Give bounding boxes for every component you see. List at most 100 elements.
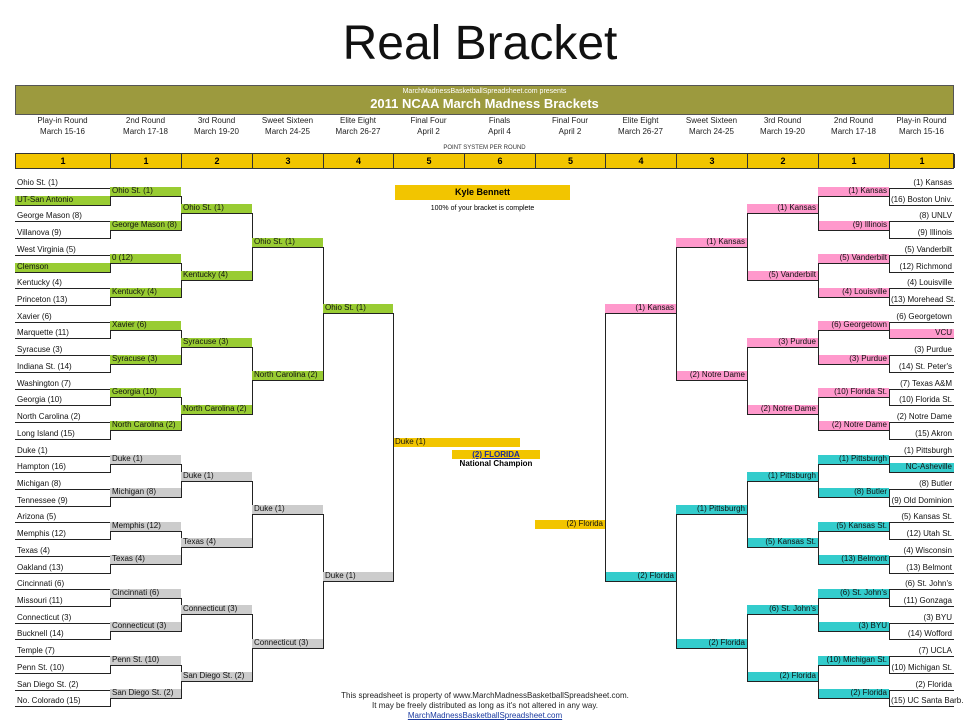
bracket-line <box>818 564 889 566</box>
advancing-team: Connecticut (3) <box>112 621 167 631</box>
advancing-team: Ohio St. (1) <box>254 236 295 246</box>
highlight-bar <box>252 237 323 247</box>
bracket-line <box>15 338 110 340</box>
points-cell: 5 <box>536 154 606 168</box>
bracket-line <box>15 539 110 541</box>
highlight-bar <box>818 421 889 431</box>
round-name: 3rd Round <box>763 116 802 125</box>
bracket-line <box>747 213 818 215</box>
bracket-line <box>15 254 110 256</box>
bracket-line <box>747 346 748 415</box>
highlight-bar <box>605 304 676 314</box>
team-seed: Hampton (16) <box>17 462 66 472</box>
bracket-line <box>181 480 252 482</box>
bracket-line <box>818 196 819 231</box>
highlight-bar <box>110 688 181 698</box>
highlight-bar <box>181 204 252 214</box>
bracket-line <box>889 254 954 256</box>
advancing-team: Ohio St. (1) <box>112 186 153 196</box>
advancing-team: (1) Pittsburgh <box>767 470 816 480</box>
team-seed: (13) Morehead St. <box>891 295 956 305</box>
bracket-line <box>15 505 110 507</box>
footer-link[interactable]: MarchMadnessBasketballSpreadsheet.com <box>407 711 563 720</box>
highlight-bar <box>747 471 818 481</box>
highlight-bar <box>676 638 747 648</box>
bracket-line <box>15 656 110 658</box>
bracket-line <box>818 597 889 599</box>
team-seed: (8) Butler <box>919 478 952 488</box>
highlight-bar <box>747 538 818 548</box>
bracket-line <box>15 689 110 691</box>
team-seed: (12) Utah St. <box>906 529 952 539</box>
points-cell: 3 <box>677 154 748 168</box>
bracket-line <box>818 330 889 332</box>
highlight-bar <box>323 304 393 314</box>
bracket-line <box>889 572 954 574</box>
highlight-bar <box>181 672 252 682</box>
team-seed: Connecticut (3) <box>17 612 72 622</box>
advancing-team: (9) Illinois <box>852 219 887 229</box>
highlight-bar <box>818 354 889 364</box>
team-seed: Georgia (10) <box>17 395 62 405</box>
finalist-team: (2) Florida <box>566 519 603 529</box>
bracket-line <box>110 196 181 198</box>
bracket-line <box>889 522 890 541</box>
team-seed: (4) Wisconsin <box>903 545 952 555</box>
team-seed: (9) Illinois <box>917 228 952 238</box>
points-cell: 2 <box>748 154 819 168</box>
bracket-line <box>818 397 889 398</box>
advancing-team: (4) Louisville <box>842 286 887 296</box>
bracket-line <box>889 321 890 340</box>
advancing-team: (2) Florida <box>708 637 745 647</box>
highlight-bar <box>181 471 252 481</box>
highlight-bar <box>535 520 605 530</box>
highlight-bar <box>818 220 889 230</box>
bracket-line <box>889 371 954 373</box>
team-seed: (12) Richmond <box>899 261 952 271</box>
highlight-bar <box>181 605 252 615</box>
bracket-line <box>818 397 819 432</box>
highlight-bar <box>818 622 889 632</box>
bracket-line <box>889 589 954 591</box>
highlight-bar <box>110 555 181 565</box>
round-name: Sweet Sixteen <box>685 116 738 125</box>
bracket-line <box>747 213 748 281</box>
advancing-team: Kentucky (4) <box>183 269 228 279</box>
player-name: Kyle Bennett <box>395 185 570 200</box>
team-seed: (6) St. John's <box>905 579 952 589</box>
advancing-team: Xavier (6) <box>112 320 147 330</box>
bracket-line <box>15 706 110 708</box>
advancing-team: Ohio St. (1) <box>325 303 366 313</box>
bracket-line <box>889 188 890 206</box>
bracket-line <box>676 514 677 649</box>
highlight-bar <box>747 672 818 682</box>
highlight-bar <box>110 388 181 397</box>
advancing-team: (13) Belmont <box>841 554 887 564</box>
champion-box: (2) FLORIDA National Champion <box>452 450 540 468</box>
bracket-line <box>15 488 110 490</box>
bracket-line <box>818 463 819 499</box>
bracket-line <box>889 555 954 557</box>
team-seed: (8) UNLV <box>919 211 952 221</box>
highlight-bar <box>15 262 110 272</box>
bracket-line <box>818 430 889 432</box>
round-date: March 24-25 <box>689 127 734 136</box>
advancing-team: San Diego St. (2) <box>112 687 174 697</box>
bracket-line <box>15 388 110 390</box>
advancing-team: Texas (4) <box>112 554 145 564</box>
bracket-line <box>889 689 890 708</box>
team-seed: North Carolina (2) <box>17 412 81 422</box>
advancing-team: (2) Notre Dame <box>760 403 816 413</box>
round-date: March 15-16 <box>899 127 944 136</box>
progress-text: 100% of your bracket is complete <box>430 205 535 212</box>
bracket-line <box>15 405 110 407</box>
bracket-line <box>15 622 110 624</box>
bracket-line <box>889 488 954 490</box>
bracket-line <box>110 330 181 332</box>
advancing-team: (3) Purdue <box>849 353 887 363</box>
bracket-line <box>818 263 889 265</box>
